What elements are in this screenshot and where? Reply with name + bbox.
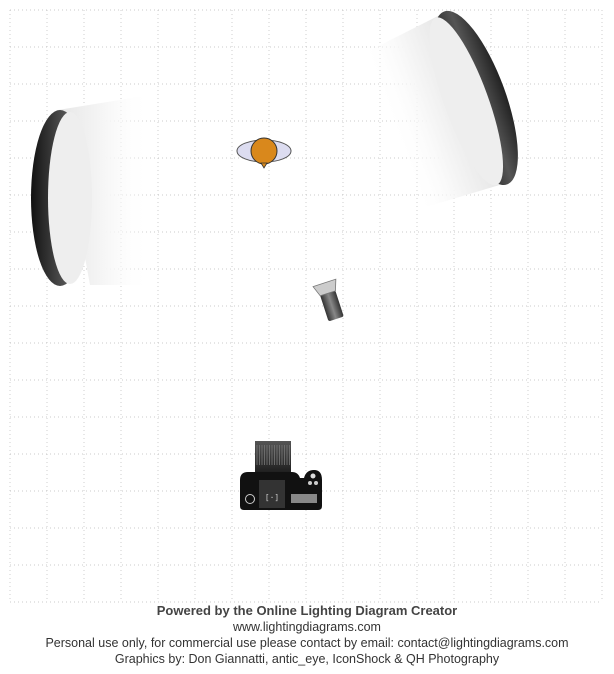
lens-ridges (256, 445, 290, 465)
camera[interactable]: [·] (240, 441, 322, 510)
powered-by-text: Powered by the Online Lighting Diagram C… (156, 603, 458, 618)
website-link[interactable]: www.lightingdiagrams.com (233, 620, 381, 634)
grid (9, 9, 603, 603)
right-softbox[interactable] (359, 1, 536, 215)
lighting-diagram-canvas: [·] (9, 1, 603, 603)
left-softbox[interactable] (31, 95, 150, 286)
strobe-body (320, 290, 344, 321)
softbox-face (429, 17, 504, 186)
camera-lcd (291, 494, 317, 503)
softbox-face (48, 112, 92, 284)
subject-head (250, 137, 278, 165)
subject-nose (260, 162, 268, 169)
strobe-reflector (312, 278, 337, 297)
camera-dial (245, 494, 255, 504)
credits-text: Graphics by: Don Giannatti, antic_eye, I… (114, 652, 500, 666)
subject[interactable] (236, 137, 292, 169)
license-text: Personal use only, for commercial use pl… (45, 636, 569, 650)
camera-viewfinder (259, 480, 285, 508)
background-strobe[interactable] (312, 278, 348, 323)
softbox-diffuser (362, 15, 501, 209)
svg-text:[·]: [·] (265, 493, 279, 502)
